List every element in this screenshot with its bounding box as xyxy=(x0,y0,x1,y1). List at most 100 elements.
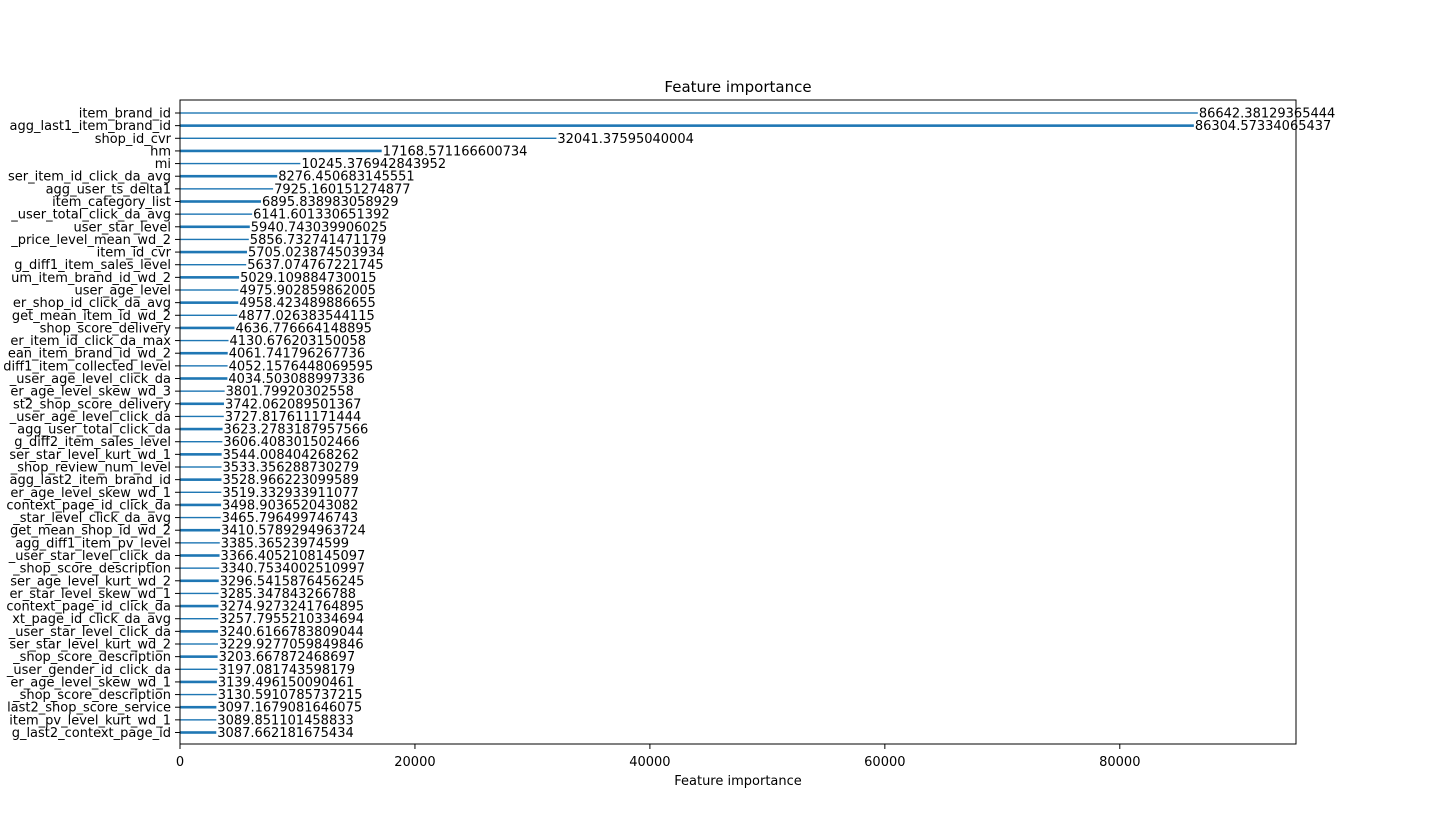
bar xyxy=(180,643,218,645)
data-label: 3087.662181675434 xyxy=(217,726,353,741)
data-label: 3410.5789294963724 xyxy=(221,524,366,539)
bars-layer xyxy=(180,112,1198,734)
data-label: 4877.026383544115 xyxy=(238,309,374,324)
y-tick-label: agg_last1_item_brand_id xyxy=(10,119,171,134)
data-label: 86304.57334065437 xyxy=(1195,119,1331,134)
bar xyxy=(180,301,239,304)
data-label: 3257.7955210334694 xyxy=(219,612,364,627)
x-tick-label: 40000 xyxy=(629,755,670,770)
bar xyxy=(180,491,222,493)
data-label: 3465.796499746743 xyxy=(222,511,358,526)
bar xyxy=(180,516,221,519)
x-tick-label: 60000 xyxy=(864,755,905,770)
y-tick-label: hm xyxy=(150,144,171,159)
bar xyxy=(180,351,228,355)
y-tick-label: item_id_cvr xyxy=(97,246,172,261)
bar xyxy=(180,668,218,670)
data-label: 3197.081743598179 xyxy=(219,663,355,678)
data-label: 17168.571166600734 xyxy=(383,144,528,159)
data-label: 4975.902859862005 xyxy=(239,284,375,299)
bar xyxy=(180,225,250,229)
y-tick-label: _star_level_click_da_avg xyxy=(12,511,171,526)
data-label: 3544.008404268262 xyxy=(223,448,359,463)
data-label: 6895.838983058929 xyxy=(262,195,398,210)
y-tick-label: _user_age_level_click_da xyxy=(9,410,171,425)
y-tick-label: _price_level_mean_wd_2 xyxy=(10,233,171,248)
data-label: 3801.79920302558 xyxy=(226,385,354,400)
data-label: 32041.37595040004 xyxy=(557,132,693,147)
data-label: 3139.496150090461 xyxy=(218,675,354,690)
bar xyxy=(180,604,219,608)
data-label: 5029.109884730015 xyxy=(240,271,376,286)
bar xyxy=(180,542,220,544)
bar xyxy=(180,402,224,406)
y-tick-label: context_page_id_click_da xyxy=(6,600,171,615)
y-tick-label: context_page_id_click_da xyxy=(6,498,171,513)
data-label: 8276.450683145551 xyxy=(278,170,414,185)
y-tick-label: user_star_level xyxy=(74,220,171,235)
bar xyxy=(180,528,221,532)
data-label: 6141.601330651392 xyxy=(253,208,389,223)
plot-area-frame xyxy=(179,99,1297,745)
data-label: 3498.903652043082 xyxy=(222,498,358,513)
bar xyxy=(180,453,222,456)
y-tick-label: er_age_level_skew_wd_1 xyxy=(10,675,171,690)
y-tick-labels: item_brand_idagg_last1_item_brand_idshop… xyxy=(3,107,180,741)
data-labels: 86642.3812936544486304.5733406543732041.… xyxy=(217,107,1335,742)
y-tick-label: er_item_id_click_da_max xyxy=(10,334,171,349)
data-label: 3519.332933911077 xyxy=(222,486,358,501)
data-label: 3296.5415876456245 xyxy=(220,574,365,589)
y-tick-label: shop_id_cvr xyxy=(95,132,172,147)
data-label: 3533.356288730279 xyxy=(223,461,359,476)
y-tick-label: item_category_list xyxy=(52,195,171,210)
y-tick-label: ean_item_brand_id_wd_2 xyxy=(8,347,171,362)
y-tick-label: st2_shop_score_delivery xyxy=(13,397,171,412)
bar xyxy=(180,314,238,316)
bar xyxy=(180,630,219,633)
y-tick-label: ser_star_level_kurt_wd_2 xyxy=(9,638,171,653)
data-label: 4052.1576448069595 xyxy=(229,359,374,374)
data-label: 5940.743039906025 xyxy=(251,220,387,235)
bar xyxy=(180,415,224,418)
x-tick-label: 20000 xyxy=(394,755,435,770)
data-label: 5705.023874503934 xyxy=(248,246,384,261)
y-tick-label: user_age_level xyxy=(75,284,171,299)
data-label: 4958.423489886655 xyxy=(239,296,375,311)
bar xyxy=(180,276,240,279)
bar xyxy=(180,592,219,595)
y-tick-label: last2_shop_score_service xyxy=(7,701,171,716)
data-label: 3229.9277059849846 xyxy=(219,638,364,653)
bar xyxy=(180,693,217,696)
x-axis-label: Feature importance xyxy=(674,774,802,789)
bar xyxy=(180,579,219,583)
y-tick-label: _shop_score_description xyxy=(12,650,171,665)
y-tick-label: er_star_level_skew_wd_1 xyxy=(9,587,171,602)
data-label: 4636.776664148895 xyxy=(235,321,371,336)
y-tick-label: ser_item_id_click_da_avg xyxy=(8,170,171,185)
bar xyxy=(180,503,222,507)
data-label: 3097.1679081646075 xyxy=(217,701,362,716)
data-label: 3340.7534002510997 xyxy=(220,562,365,577)
y-tick-label: g_last2_context_page_id xyxy=(12,726,171,741)
data-label: 4130.676203150058 xyxy=(230,334,366,349)
y-tick-label: agg_diff1_item_pv_level xyxy=(15,536,171,551)
bar xyxy=(180,441,223,443)
y-tick-label: _user_star_level_click_da xyxy=(8,549,171,564)
y-tick-label: agg_user_total_click_da xyxy=(17,423,171,438)
y-tick-label: er_age_level_skew_wd_3 xyxy=(10,385,171,400)
bar xyxy=(180,478,222,481)
data-label: 3285.347843266788 xyxy=(220,587,356,602)
y-tick-label: um_item_brand_id_wd_2 xyxy=(11,271,171,286)
bar xyxy=(180,365,228,367)
data-label: 3274.9273241764895 xyxy=(219,600,364,615)
bar xyxy=(180,339,229,342)
y-tick-label: agg_last2_item_brand_id xyxy=(10,473,171,488)
bar xyxy=(180,112,1198,114)
bar xyxy=(180,567,220,569)
bar xyxy=(180,705,217,709)
y-tick-label: g_diff1_item_sales_level xyxy=(14,258,171,273)
data-label: 3742.062089501367 xyxy=(225,397,361,412)
y-tick-label: diff1_item_collected_level xyxy=(3,359,171,374)
